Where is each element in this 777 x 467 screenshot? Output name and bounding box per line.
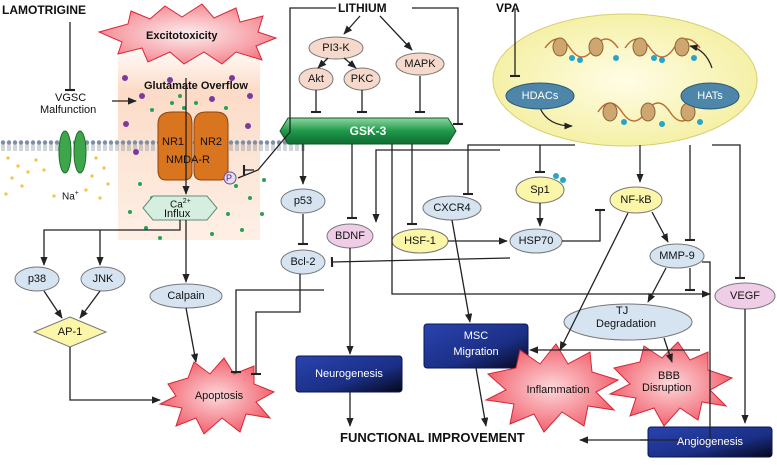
nucleus	[492, 13, 758, 147]
inflammation-burst	[484, 343, 620, 433]
sodium-particles	[4, 156, 110, 200]
nr1-label: NR1	[162, 136, 185, 148]
functional-improvement-label: FUNCTIONAL IMPROVEMENT	[340, 430, 525, 445]
vgsc-label: VGSC	[55, 92, 87, 104]
apoptosis-label: Apoptosis	[194, 390, 244, 402]
glutamate-particles	[122, 75, 266, 240]
bcl2-label: Bcl-2	[290, 256, 316, 268]
angiogenesis-label: Angiogenesis	[676, 436, 744, 448]
pkc-label: PKC	[350, 73, 374, 85]
neurogenesis-label: Neurogenesis	[315, 368, 383, 380]
pi3k-node	[308, 36, 364, 60]
nmda-r-label: NMDA-R	[166, 154, 210, 166]
hsp70-label: HSP70	[518, 235, 554, 247]
p38-node	[14, 266, 60, 292]
sp1-label: Sp1	[530, 184, 550, 196]
phospho-label: P	[226, 173, 233, 183]
jnk-label: JNK	[92, 273, 114, 285]
bdnf-label: BDNF	[335, 230, 365, 242]
inflammation-label: Inflammation	[526, 384, 590, 396]
calcium-label: Ca2+	[170, 198, 191, 211]
vegf-label: VEGF	[730, 290, 760, 302]
pi3k-label: PI3-K	[322, 42, 350, 54]
influx-label: Influx	[164, 208, 191, 220]
hsf1-label: HSF-1	[404, 235, 436, 247]
lithium-label: LITHIUM	[338, 1, 387, 15]
migration-label: Migration	[453, 346, 499, 358]
ca-influx-hexagon	[142, 195, 218, 221]
sp1-acetyl-marks	[553, 173, 566, 183]
vgsc-channel-icon	[58, 130, 87, 174]
nfkb-label: NF-kB	[620, 194, 652, 206]
calpain-label: Calpain	[167, 290, 205, 302]
hats-node	[680, 82, 740, 110]
nfkb-node	[609, 186, 663, 214]
excitotoxicity-burst	[97, 3, 278, 65]
glutamate-overflow-label: Glutamate Overflow	[144, 80, 248, 92]
mmp9-node	[649, 243, 705, 269]
hdacs-node	[505, 82, 575, 110]
vpa-label: VPA	[496, 1, 520, 15]
p53-label: p53	[293, 195, 313, 207]
p53-node	[280, 188, 326, 214]
acetyl-cycle-arrow	[689, 44, 713, 69]
lamotrigine-label: LAMOTRIGINE	[2, 3, 86, 17]
apoptosis-burst	[158, 357, 276, 435]
cell-membrane	[0, 138, 305, 152]
mapk-label: MAPK	[404, 58, 436, 70]
pathway-connectors	[40, 7, 749, 444]
excitotoxicity-label: Excitotoxicity	[146, 30, 218, 42]
acetyl-marks	[569, 55, 703, 127]
bbb-disruption-label: Disruption	[642, 382, 692, 394]
bbb-disruption-burst	[608, 341, 734, 427]
akt-label: Akt	[308, 73, 324, 85]
acetyl-cycle-arrow	[539, 107, 573, 130]
sodium-label: Na+	[62, 190, 79, 203]
tj-degradation-node	[563, 303, 693, 341]
nr2-label: NR2	[200, 136, 223, 148]
tj-degradation-label: Degradation	[596, 318, 656, 330]
malfunction-label: Malfunction	[40, 104, 97, 116]
mapk-node	[395, 52, 445, 76]
msc-label: MSC	[463, 330, 489, 342]
jnk-node	[80, 266, 126, 292]
gsk3-bar	[279, 117, 457, 145]
bbb-label: BBB	[658, 370, 681, 382]
gsk3-label: GSK-3	[349, 124, 387, 138]
bcl2-node	[280, 249, 326, 275]
ap1-label: AP-1	[57, 326, 83, 338]
histone-icon	[552, 37, 696, 122]
mmp9-label: MMP-9	[659, 250, 695, 262]
phospho-badge	[223, 171, 237, 185]
nmda-receptor-icon	[157, 111, 229, 181]
hdacs-label: HDACs	[521, 90, 559, 102]
cxcr4-label: CXCR4	[433, 202, 471, 214]
p38-label: p38	[27, 273, 47, 285]
tj-label: TJ	[616, 305, 629, 317]
hats-label: HATs	[697, 90, 723, 102]
neurogenesis-box	[295, 355, 403, 393]
